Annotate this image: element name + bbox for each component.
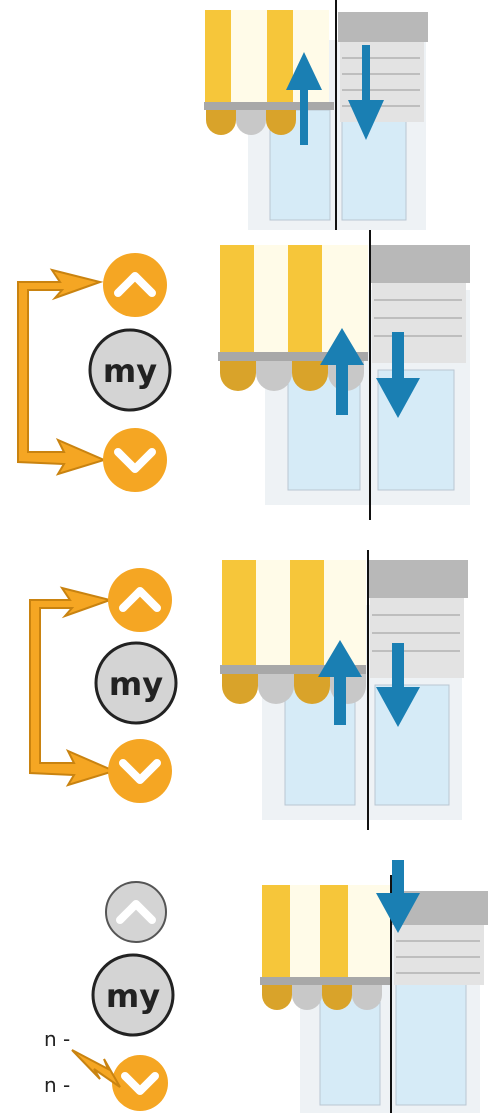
chevron-up-icon xyxy=(119,587,161,612)
step-1-panel xyxy=(0,0,494,230)
awning xyxy=(204,10,334,135)
chevron-up-icon xyxy=(116,900,156,924)
press-down-arrow-icon xyxy=(71,1049,121,1088)
up-arrow-icon xyxy=(320,328,364,415)
step-1-illustration xyxy=(204,0,428,230)
my-button[interactable]: my xyxy=(94,641,178,725)
down-button[interactable] xyxy=(103,428,167,492)
my-button-label: my xyxy=(106,977,160,1015)
chevron-up-icon xyxy=(114,272,156,297)
up-arrow-icon xyxy=(318,640,362,725)
up-button[interactable] xyxy=(105,881,167,943)
awning xyxy=(260,885,390,1010)
step-3-illustration: my xyxy=(29,550,468,830)
chevron-down-icon xyxy=(114,448,156,473)
side-text-2: n - xyxy=(44,1073,71,1097)
press-both-arrow-icon xyxy=(29,586,117,787)
up-button[interactable] xyxy=(108,568,172,632)
down-arrow-icon xyxy=(376,332,420,418)
step-4-illustration: my xyxy=(71,860,488,1113)
down-button[interactable] xyxy=(108,739,172,803)
side-text-1: n - xyxy=(44,1027,71,1051)
my-button-label: my xyxy=(109,665,163,703)
awning xyxy=(220,560,366,704)
press-both-arrow-icon xyxy=(17,268,107,476)
roller-shutter xyxy=(370,245,470,363)
down-button[interactable] xyxy=(112,1055,168,1111)
chevron-down-icon xyxy=(119,759,161,784)
step-2-illustration: my xyxy=(17,230,470,520)
up-button[interactable] xyxy=(103,253,167,317)
up-arrow-icon xyxy=(286,52,322,145)
step-2-panel: my xyxy=(0,230,494,520)
step-4-panel: my xyxy=(0,855,494,1113)
my-button[interactable]: my xyxy=(91,953,175,1037)
my-button-label: my xyxy=(103,352,157,390)
step-3-panel: my xyxy=(0,545,494,835)
down-arrow-icon xyxy=(376,643,420,727)
my-button[interactable]: my xyxy=(88,328,172,412)
roller-shutter xyxy=(368,560,468,678)
roller-shutter xyxy=(338,12,428,122)
chevron-down-icon xyxy=(121,1072,159,1095)
down-arrow-icon xyxy=(376,860,420,933)
down-arrow-icon xyxy=(348,45,384,140)
